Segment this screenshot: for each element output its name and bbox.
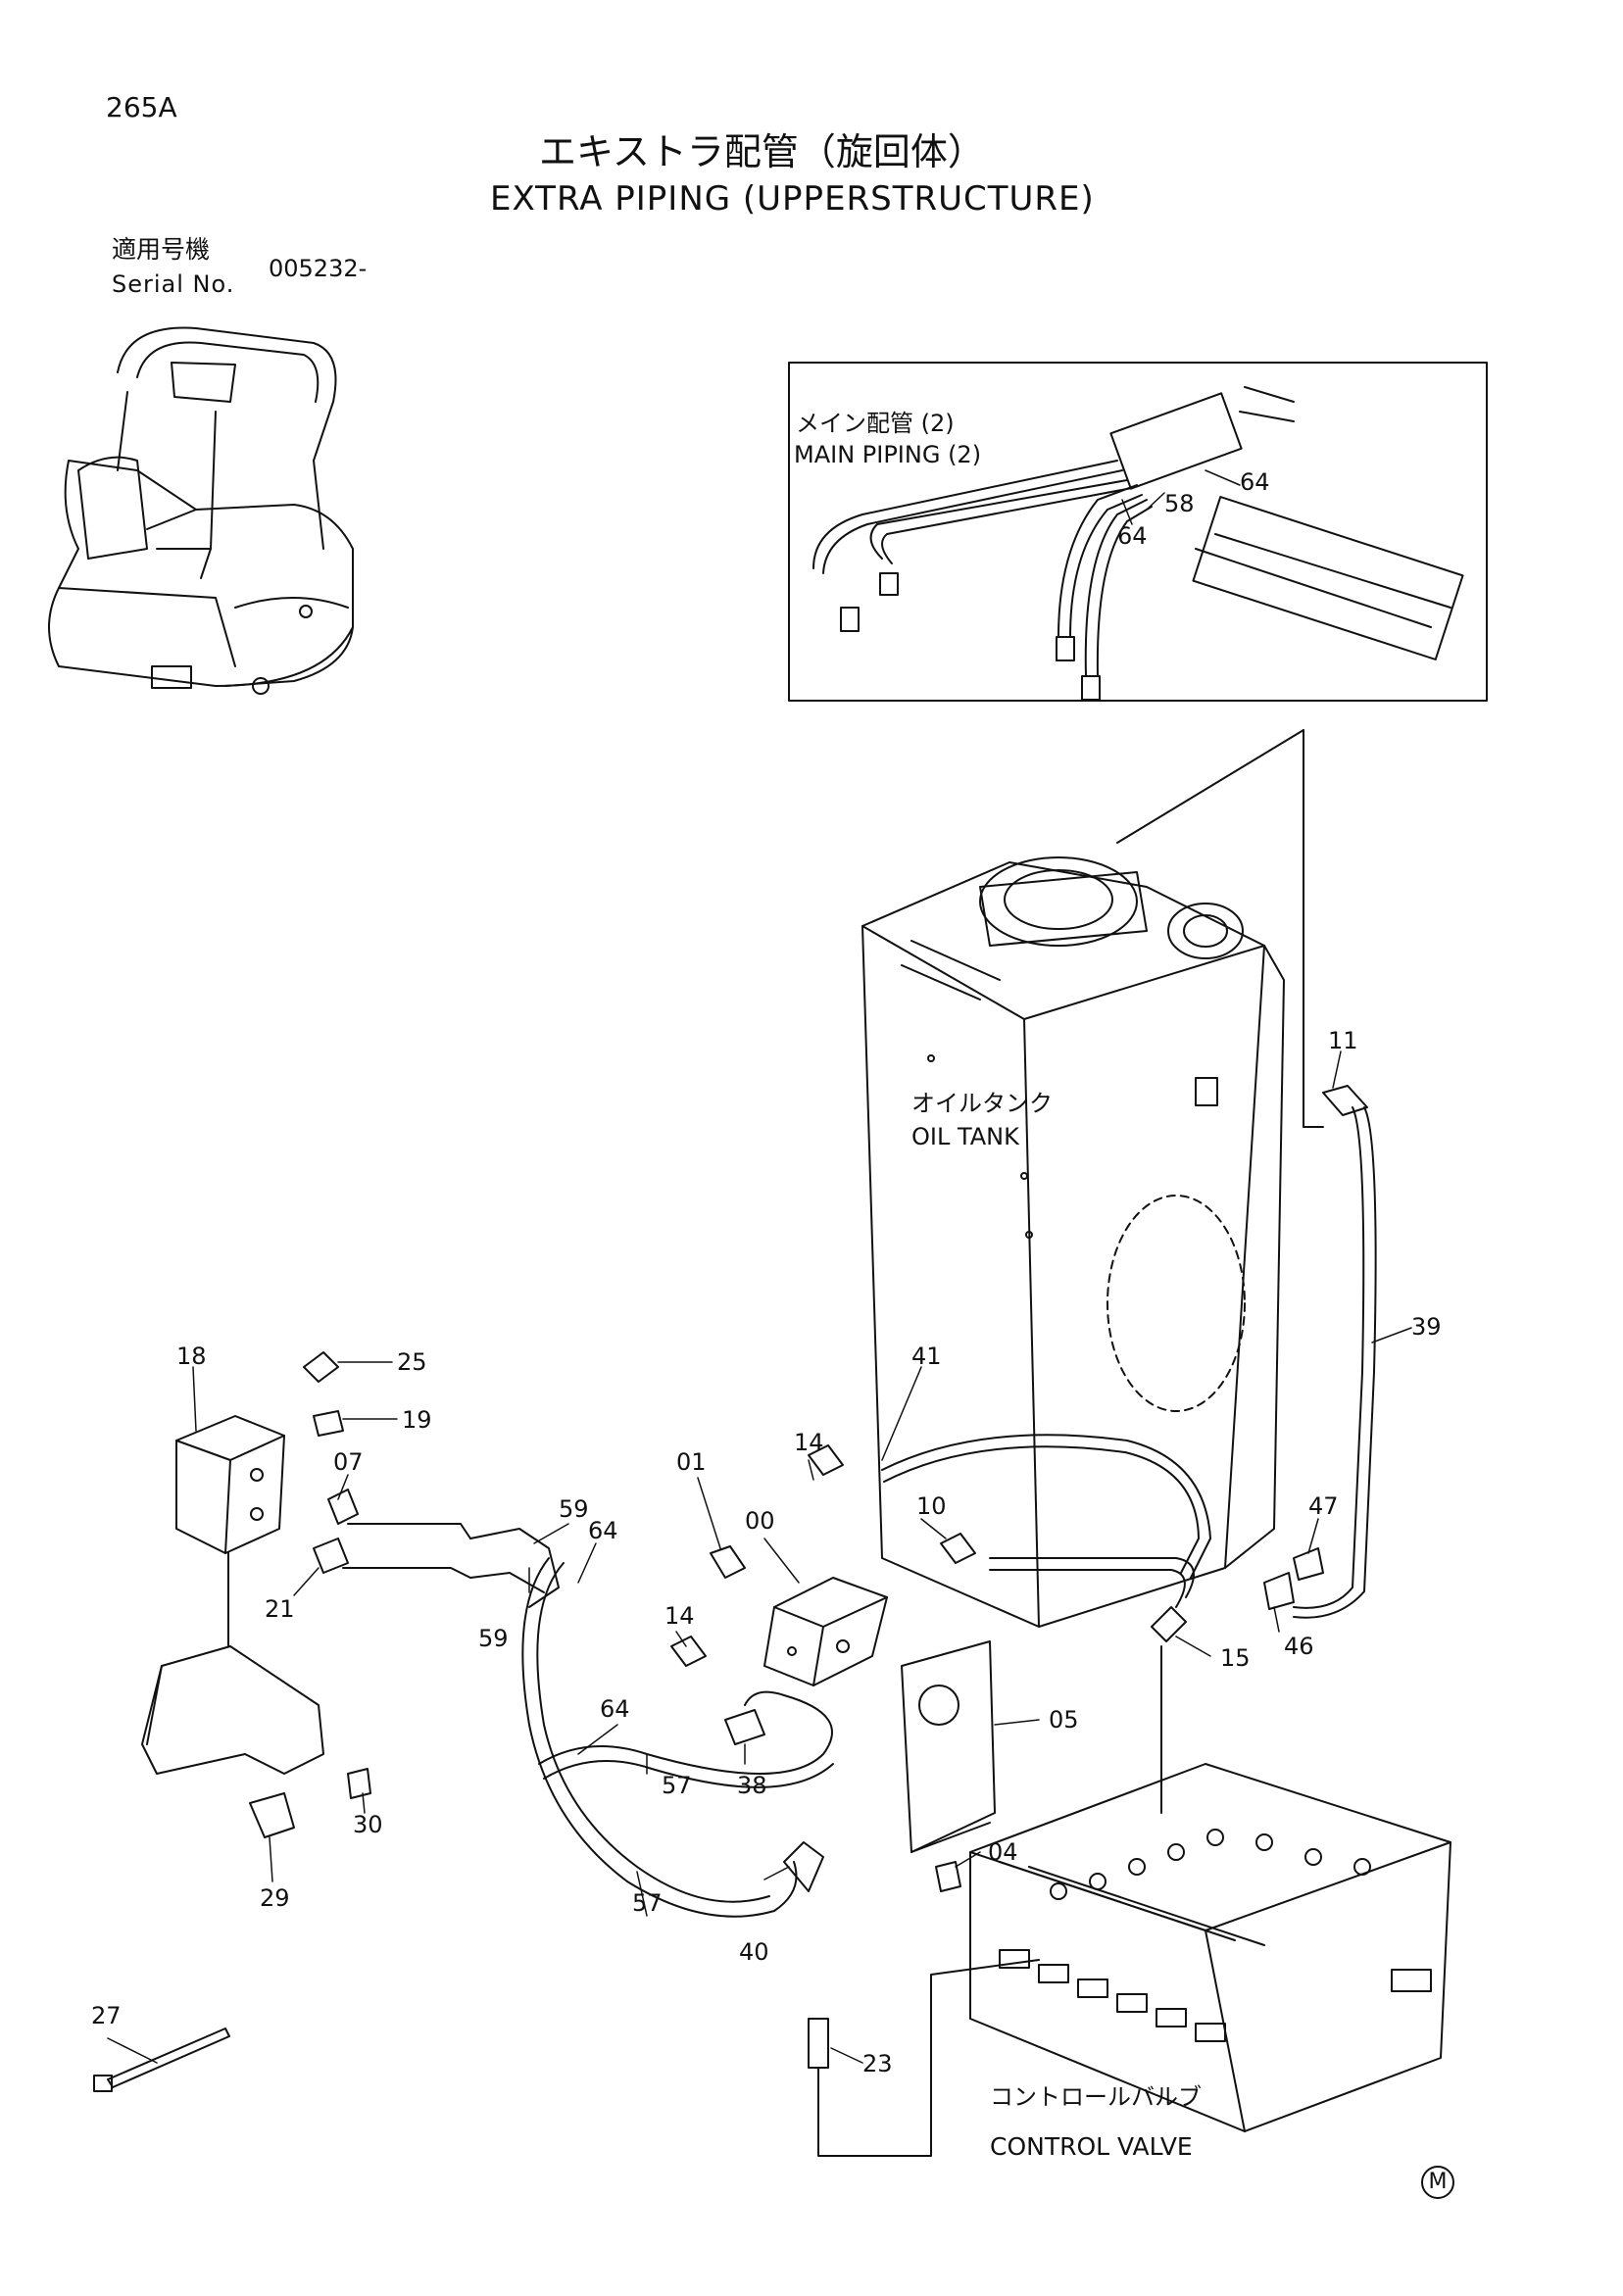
callout-64: 64	[1117, 522, 1148, 550]
callout-38: 38	[737, 1772, 767, 1799]
callout-07: 07	[333, 1448, 364, 1476]
callout-11: 11	[1328, 1027, 1358, 1054]
callout-57: 57	[632, 1889, 663, 1917]
bolt-30	[347, 1768, 371, 1799]
callout-27: 27	[91, 2002, 122, 2029]
fitting-25	[303, 1351, 339, 1383]
hose-10-outline	[989, 1569, 1186, 1608]
oil-tank-drawing	[861, 856, 1285, 1628]
pipe-41	[881, 1434, 1211, 1579]
hose-57-lower-outline	[536, 1562, 770, 1903]
callout-18: 18	[176, 1343, 207, 1370]
callout-40: 40	[739, 1938, 769, 1966]
fitting-10	[940, 1533, 976, 1564]
hose-57-upper-outline	[543, 1760, 834, 1788]
callout-leader-lines	[107, 469, 1412, 2064]
hose-57-upper	[538, 1690, 833, 1775]
piping-line-07	[347, 1523, 471, 1539]
hose-39	[1293, 1106, 1365, 1609]
pipe-41-outline	[883, 1445, 1200, 1574]
corner-m-mark: M	[1421, 2166, 1454, 2199]
excavator-overview-sketch	[48, 326, 354, 695]
callout-29: 29	[260, 1884, 290, 1912]
main-piping-inset	[788, 362, 1488, 702]
bolt-01	[710, 1545, 746, 1579]
fitting-40	[783, 1841, 824, 1892]
hose-10	[989, 1557, 1195, 1598]
callout-30: 30	[353, 1811, 383, 1838]
piping-line-21	[342, 1567, 471, 1579]
bracket-29	[141, 1645, 324, 1838]
callout-64: 64	[600, 1695, 630, 1723]
callout-58: 58	[1164, 490, 1195, 517]
serial-label-japanese: 適用号機	[112, 235, 211, 264]
callout-59: 59	[478, 1625, 509, 1652]
bolt-04	[935, 1861, 961, 1892]
main-piping-label-english: MAIN PIPING (2)	[794, 441, 982, 468]
fitting-07	[327, 1489, 359, 1525]
callout-46: 46	[1284, 1633, 1314, 1660]
block-18	[175, 1415, 285, 1554]
fitting-19	[313, 1410, 344, 1437]
callout-57: 57	[662, 1772, 692, 1799]
fitting-21	[313, 1538, 349, 1574]
leader-line-inset-2	[1116, 729, 1304, 844]
hose-59-top	[469, 1528, 560, 1608]
hose-57-lower	[521, 1557, 798, 1918]
bracket-05	[901, 1640, 996, 1853]
oil-tank-label-japanese: オイルタンク	[911, 1090, 1053, 1117]
title-japanese: エキストラ配管（旋回体）	[539, 130, 985, 173]
block-00	[763, 1577, 888, 1686]
callout-41: 41	[911, 1343, 942, 1370]
serial-label-english: Serial No.	[112, 270, 235, 298]
callout-01: 01	[676, 1448, 707, 1476]
control-valve-label-japanese: コントロールバルブ	[990, 2083, 1202, 2111]
title-english: EXTRA PIPING (UPPERSTRUCTURE)	[490, 179, 1095, 219]
oil-tank-label-english: OIL TANK	[911, 1123, 1019, 1150]
fitting-15	[1151, 1606, 1187, 1642]
callout-64: 64	[588, 1517, 618, 1544]
callout-47: 47	[1308, 1492, 1339, 1520]
callout-00: 00	[745, 1507, 775, 1535]
callout-numbers: 58 64 64 11 39 41 18 25 19 07 21 14 01 0…	[91, 468, 1442, 2077]
callout-39: 39	[1411, 1313, 1442, 1341]
page-number: 265A	[106, 91, 177, 123]
cable-tie-head	[93, 2075, 113, 2092]
callout-10: 10	[916, 1492, 947, 1520]
callout-05: 05	[1049, 1706, 1079, 1734]
serial-number-value: 005232-	[269, 255, 368, 282]
fitting-14-lower	[670, 1636, 707, 1667]
control-valve-drawing	[969, 1763, 1451, 2132]
callout-59: 59	[559, 1495, 589, 1523]
callout-21: 21	[265, 1595, 295, 1623]
fitting-23	[808, 2018, 829, 2069]
cable-tie-27	[107, 2027, 230, 2088]
main-piping-label-japanese: メイン配管 (2)	[796, 410, 955, 437]
fitting-47	[1293, 1547, 1324, 1581]
callout-64: 64	[1240, 468, 1270, 496]
hose-59-bottom	[469, 1572, 545, 1593]
leader-23	[817, 1959, 1040, 2157]
leader-line-inset	[1303, 729, 1324, 1128]
callout-19: 19	[402, 1406, 432, 1434]
fitting-38	[724, 1709, 765, 1745]
callout-04: 04	[988, 1838, 1018, 1866]
callout-25: 25	[397, 1348, 427, 1376]
callout-14: 14	[794, 1429, 824, 1456]
hose-39-outline	[1293, 1106, 1377, 1619]
clamp-46	[1263, 1572, 1295, 1610]
callout-15: 15	[1220, 1644, 1251, 1672]
callout-14: 14	[664, 1602, 695, 1630]
fitting-14-top	[808, 1444, 844, 1476]
callout-23: 23	[862, 2050, 893, 2077]
fitting-11	[1322, 1085, 1368, 1116]
control-valve-label-english: CONTROL VALVE	[990, 2132, 1193, 2161]
